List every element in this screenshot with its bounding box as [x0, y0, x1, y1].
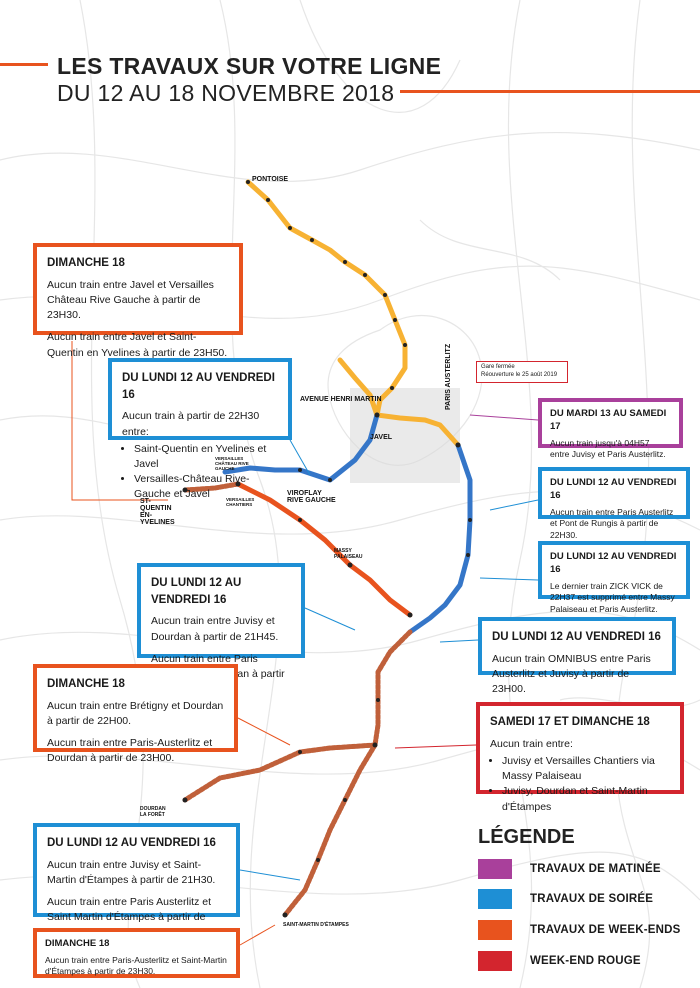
page-title: LES TRAVAUX SUR VOTRE LIGNE — [57, 53, 442, 79]
line-austerlitz-south — [407, 442, 473, 635]
paris-zone — [350, 388, 460, 483]
legend-item-weekend-rouge: WEEK-END ROUGE — [478, 950, 641, 972]
title-bar-bottom — [400, 90, 700, 93]
box-lundi-vendredi-5: DU LUNDI 12 AU VENDREDI 16 Aucun train O… — [478, 617, 676, 695]
box-lundi-vendredi-3: DU LUNDI 12 AU VENDREDI 16 Le dernier tr… — [538, 541, 690, 614]
box-text: Aucun train jusqu'à 04H57 entre Juvisy e… — [550, 437, 666, 460]
legend-label: TRAVAUX DE MATINÉE — [530, 863, 661, 875]
station-saint-martin: SAINT-MARTIN D'ÉTAMPES — [283, 922, 349, 928]
box-heading: SAMEDI 17 ET DIMANCHE 18 — [490, 716, 650, 728]
station-massy: MASSY PALAISEAU — [334, 548, 363, 560]
legend-label: TRAVAUX DE WEEK-ENDS — [530, 924, 681, 936]
box-heading: DU LUNDI 12 AU VENDREDI 16 — [550, 477, 677, 501]
legend-item-matinee: TRAVAUX DE MATINÉE — [478, 858, 661, 880]
box-text: Aucun train entre Juvisy et Saint- Marti… — [47, 858, 216, 886]
station-versailles-chateau: VERSAILLES CHÂTEAU RIVE GAUCHE — [215, 456, 249, 471]
line-bretigny-dourdan — [182, 742, 378, 803]
legend-swatch — [478, 889, 512, 909]
box-heading: DU LUNDI 12 AU VENDREDI 16 — [550, 551, 677, 575]
box-list: Juvisy et Versailles Chantiers via Massy… — [490, 754, 670, 815]
box-list-item: Juvisy, Dourdan et Saint-Martin d'Étampe… — [502, 784, 670, 814]
notice-line2: Réouverture le 25 août 2019 — [481, 371, 558, 378]
box-dimanche-18-mid: DIMANCHE 18 Aucun train entre Brétigny e… — [33, 664, 238, 764]
legend-swatch — [478, 859, 512, 879]
connector-arrows — [71, 341, 539, 946]
station-pontoise: PONTOISE — [252, 176, 289, 183]
box-heading: DU MARDI 13 AU SAMEDI 17 — [550, 408, 667, 432]
box-heading: DIMANCHE 18 — [45, 938, 110, 949]
box-lundi-vendredi-6: DU LUNDI 12 AU VENDREDI 16 Aucun train e… — [33, 823, 240, 939]
box-text: Le dernier train ZICK VICK de 22H37 est … — [550, 580, 675, 614]
box-text: Aucun train entre Paris-Austerlitz et Sa… — [45, 954, 227, 977]
legend-label: WEEK-END ROUGE — [530, 955, 641, 967]
box-lundi-vendredi-2: DU LUNDI 12 AU VENDREDI 16 Aucun train e… — [538, 467, 690, 540]
legend-swatch — [478, 920, 512, 940]
station-versailles-chantiers: VERSAILLES CHANTIERS — [226, 497, 255, 507]
box-text: Aucun train entre Juvisy et Dourdan à pa… — [151, 615, 279, 643]
box-heading: DU LUNDI 12 AU VENDREDI 16 — [122, 372, 275, 401]
station-closed-notice: Gare fermée Réouverture le 25 août 2019 — [476, 361, 568, 383]
legend-swatch — [478, 951, 512, 971]
box-lundi-vendredi-4: DU LUNDI 12 AU VENDREDI 16 Aucun train e… — [137, 563, 305, 695]
box-heading: DIMANCHE 18 — [47, 678, 125, 690]
station-javel: JAVEL — [370, 434, 393, 441]
legend-label: TRAVAUX DE SOIRÉE — [530, 893, 654, 905]
line-bretigny-etampes — [282, 742, 378, 918]
line-massy-juvisy — [347, 562, 413, 618]
box-dimanche-18-bottom: DIMANCHE 18 Aucun train entre Paris-Aust… — [33, 928, 240, 978]
line-versailles-sqy — [182, 481, 241, 493]
legend-item-weekends: TRAVAUX DE WEEK-ENDS — [478, 919, 681, 941]
station-dots — [182, 180, 472, 918]
box-text: Aucun train entre Paris Austerlitz et Po… — [550, 506, 674, 540]
line-javel-versailles-rg — [222, 412, 380, 483]
box-heading: DU LUNDI 12 AU VENDREDI 16 — [151, 577, 242, 606]
box-lundi-vendredi-1: DU LUNDI 12 AU VENDREDI 16 Aucun train à… — [108, 358, 292, 500]
page-subtitle: DU 12 AU 18 NOVEMBRE 2018 — [57, 80, 395, 106]
box-text: Aucun train à partir de 22H30 entre: — [122, 410, 260, 438]
legend-item-soiree: TRAVAUX DE SOIRÉE — [478, 888, 653, 910]
title-bar-top — [0, 63, 48, 66]
box-text: Aucun train entre Brétigny et Dourdan à … — [47, 699, 224, 727]
box-list-item: Versailles-Château Rive-Gauche et Javel — [134, 472, 278, 502]
station-saint-quentin: ST- QUENTIN EN-YVELINES — [140, 498, 175, 526]
line-pontoise-branch — [245, 179, 408, 418]
box-text: Aucun train entre Javel et Versailles Ch… — [47, 278, 214, 322]
box-mardi-samedi: DU MARDI 13 AU SAMEDI 17 Aucun train jus… — [538, 398, 683, 459]
station-viroflay: VIROFLAY RIVE GAUCHE — [287, 490, 336, 504]
notice-line1: Gare fermée — [481, 364, 515, 370]
box-heading: DIMANCHE 18 — [47, 257, 125, 269]
box-dimanche-18-top: DIMANCHE 18 Aucun train entre Javel et V… — [33, 243, 243, 359]
station-avenue-henri-martin: AVENUE HENRI MARTIN — [300, 396, 382, 403]
box-heading: DU LUNDI 12 AU VENDREDI 16 — [47, 837, 216, 849]
line-juvisy-bretigny — [372, 629, 413, 748]
line-henri-martin-branch — [337, 357, 380, 418]
box-samedi-dimanche: SAMEDI 17 ET DIMANCHE 18 Aucun train ent… — [476, 702, 684, 813]
box-list-item: Juvisy et Versailles Chantiers via Massy… — [502, 754, 670, 784]
box-text: Aucun train entre Paris-Austerlitz et Do… — [47, 737, 213, 765]
box-text: Aucun train entre: — [490, 737, 573, 750]
box-text: Aucun train OMNIBUS entre Paris Austerli… — [492, 652, 651, 696]
legend-title: LÉGENDE — [478, 826, 575, 848]
box-heading: DU LUNDI 12 AU VENDREDI 16 — [492, 631, 661, 643]
box-list-item: Saint-Quentin en Yvelines et Javel — [134, 442, 278, 472]
line-central-paris — [374, 412, 461, 448]
box-list: Saint-Quentin en Yvelines et Javel Versa… — [122, 442, 278, 503]
box-text: Aucun train entre Javel et Saint-Quentin… — [47, 331, 228, 359]
station-dourdan: DOURDAN LA FORÊT — [140, 806, 166, 818]
station-paris-austerlitz: PARIS AUSTERLITZ — [445, 343, 452, 410]
